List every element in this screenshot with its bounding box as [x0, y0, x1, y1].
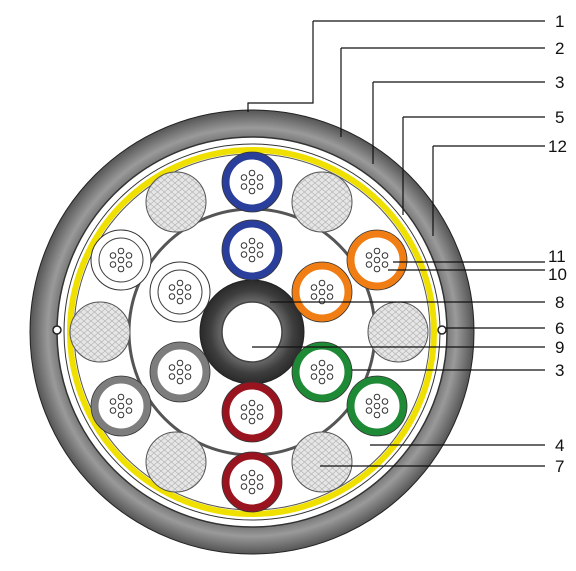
central-strength-member: [221, 301, 283, 363]
filler-rod: [367, 301, 429, 363]
buffer-tube-grey: [149, 341, 211, 403]
callout-label: 8: [555, 293, 564, 312]
buffer-tube-blue: [221, 219, 283, 281]
callout-label: 2: [555, 39, 564, 58]
callout-label: 3: [555, 361, 564, 380]
inner-ring-tubes: [149, 219, 353, 443]
callout-label: 3: [555, 73, 564, 92]
callout-labels: 1 2 3 5 12 11 10 8 6 9 3 4 7: [548, 12, 567, 476]
filler-rod: [145, 431, 207, 493]
filler-rod: [145, 171, 207, 233]
callout-label: 1: [555, 12, 564, 31]
callout-label: 4: [555, 436, 564, 455]
buffer-tube-white: [149, 261, 211, 323]
callout-label: 5: [555, 108, 564, 127]
buffer-tube-green: [346, 375, 408, 437]
buffer-tube-green: [291, 341, 353, 403]
outer-ring-elements: [69, 151, 429, 513]
buffer-tube-blue: [221, 151, 283, 213]
callout-label: 12: [548, 137, 567, 156]
buffer-tube-grey: [90, 375, 152, 437]
callout-label: 6: [555, 319, 564, 338]
ripcord-right: [437, 325, 447, 335]
filler-rod: [291, 431, 353, 493]
leader-lines: [247, 21, 434, 236]
ripcord-left: [52, 325, 62, 335]
buffer-tube-orange: [291, 261, 353, 323]
callout-label: 7: [555, 457, 564, 476]
filler-rod: [69, 301, 131, 363]
leader-lines-horizontal: [252, 20, 545, 467]
filler-rod: [291, 171, 353, 233]
callout-label: 9: [555, 338, 564, 357]
buffer-tube-red: [221, 451, 283, 513]
buffer-tube-white: [90, 229, 152, 291]
buffer-tube-orange: [346, 229, 408, 291]
buffer-tube-red: [221, 381, 283, 443]
callout-label: 10: [548, 265, 567, 284]
callout-label: 11: [548, 247, 566, 266]
